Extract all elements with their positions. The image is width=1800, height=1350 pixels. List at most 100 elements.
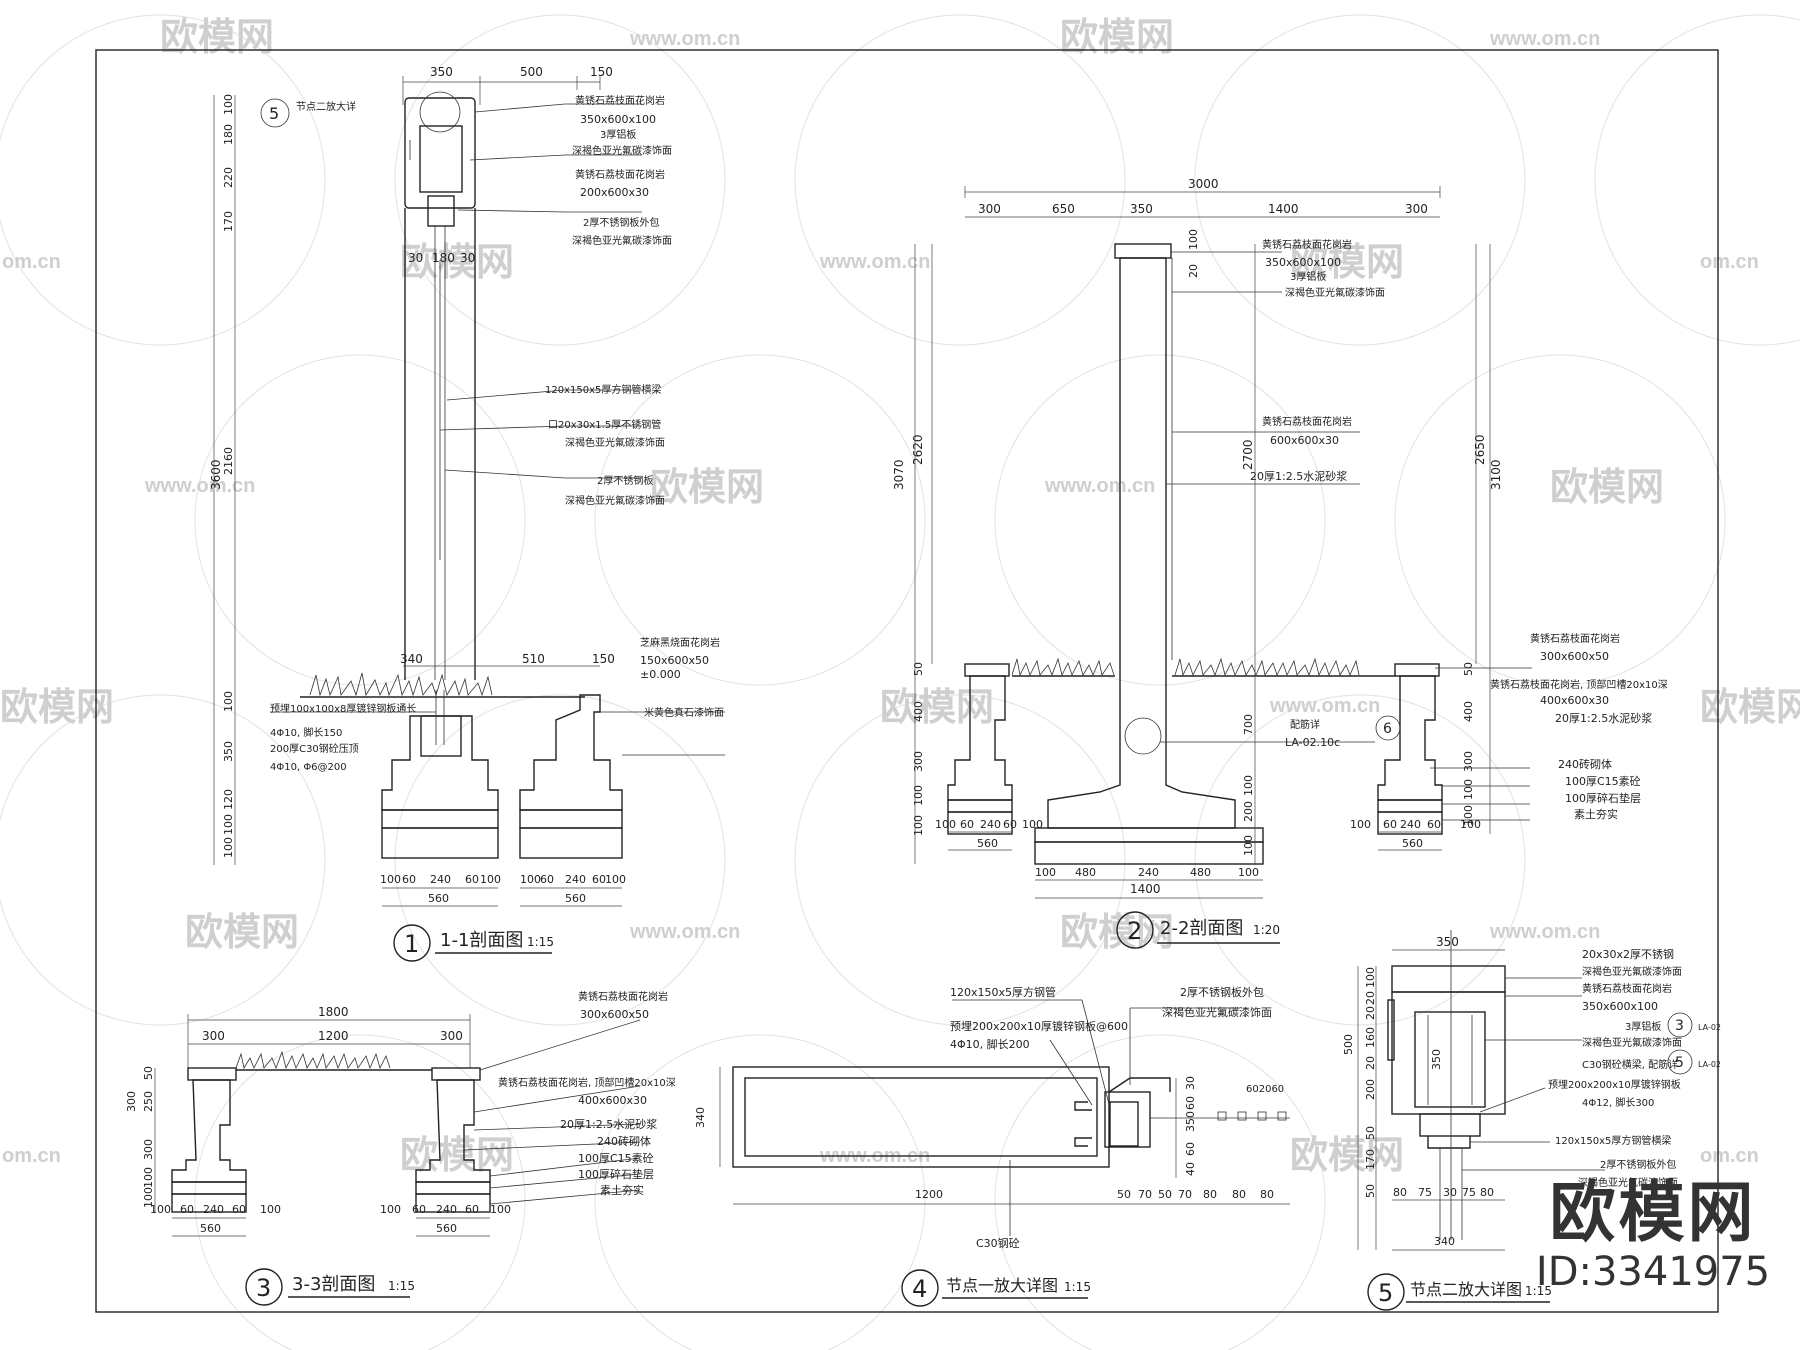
s5-bot-dim: 80 bbox=[1480, 1186, 1494, 1199]
s5-label: 预埋200x200x10厚镀锌钢板 bbox=[1548, 1078, 1681, 1091]
s3-label: 300x600x50 bbox=[580, 1008, 649, 1021]
s3-bot-dim: 60 bbox=[232, 1203, 246, 1216]
brand-id: ID:3341975 bbox=[1535, 1249, 1771, 1295]
s4-right-dim: 60 bbox=[1184, 1142, 1197, 1156]
s1-left-dim: 120 bbox=[222, 789, 235, 810]
s3-label: 400x600x30 bbox=[578, 1094, 647, 1107]
s2-bot-dim: 240 bbox=[1138, 866, 1159, 879]
s1-label: 深褐色亚光氟碳漆饰面 bbox=[572, 234, 672, 247]
s3-bot-dim: 100 bbox=[490, 1203, 511, 1216]
watermark-brand: 欧模网 bbox=[1550, 467, 1664, 509]
s2-right-dim: 3100 bbox=[1489, 459, 1503, 490]
brand-name: 欧模网 bbox=[1549, 1174, 1757, 1251]
s5-tag-num: 3 bbox=[1675, 1018, 1684, 1034]
s1-ground-dim: 510 bbox=[522, 652, 545, 666]
s1-right-label: ±0.000 bbox=[640, 668, 681, 681]
s4-bot-dim: 80 bbox=[1203, 1188, 1217, 1201]
s2-right-label: 300x600x50 bbox=[1540, 650, 1609, 663]
s1-total-dim: 3600 bbox=[209, 459, 223, 490]
s5-tag-sheet: LA-02 bbox=[1698, 1060, 1721, 1069]
s2-mid-label: 黄锈石荔枝面花岗岩 bbox=[1262, 415, 1352, 428]
s1-inner-dim: 30 bbox=[408, 251, 423, 265]
s4-label: 深褐色亚光氟碳漆饰面 bbox=[1162, 1005, 1272, 1019]
s4-title-num: 4 bbox=[912, 1275, 927, 1303]
s5-title-num: 5 bbox=[1378, 1279, 1393, 1307]
s1-ref-num: 5 bbox=[269, 104, 279, 123]
s5-left-dim: 20 bbox=[1364, 1056, 1377, 1070]
s5-tag-sheet: LA-02 bbox=[1698, 1023, 1721, 1032]
s3-label: 100厚C15素砼 bbox=[578, 1152, 654, 1165]
s2-bot-dim: 480 bbox=[1190, 866, 1211, 879]
s2-left-dim: 400 bbox=[912, 701, 925, 722]
s2-title-name: 2-2剖面图 bbox=[1160, 918, 1243, 939]
s2-right-dim: 100 bbox=[1462, 779, 1475, 800]
s2-mid-label: 600x600x30 bbox=[1270, 434, 1339, 447]
s2-right-label: 素土夯实 bbox=[1574, 807, 1618, 821]
s1-bot-total: 560 bbox=[565, 892, 586, 905]
s2-top-dim: 1400 bbox=[1268, 202, 1299, 216]
s4-right-dim: 60 bbox=[1184, 1096, 1197, 1110]
s2-bot-total: 560 bbox=[1402, 837, 1423, 850]
s3-bot-dim: 100 bbox=[380, 1203, 401, 1216]
s1-left-dim: 170 bbox=[222, 211, 235, 232]
s5-label: 20x30x2厚不锈钢 bbox=[1582, 948, 1674, 961]
s3-left-dim: 300 bbox=[142, 1139, 155, 1160]
s4-title-scale: 1:15 bbox=[1064, 1280, 1091, 1294]
s5-label: 4Φ12, 脚长300 bbox=[1582, 1096, 1654, 1109]
s1-title-num: 1 bbox=[404, 930, 419, 958]
s3-bot-dim: 60 bbox=[465, 1203, 479, 1216]
s1-left-dim: 350 bbox=[222, 741, 235, 762]
s4-right-dim: 30 bbox=[1184, 1076, 1197, 1090]
s2-bot-dim: 60 bbox=[1003, 818, 1017, 831]
s3-title-name: 3-3剖面图 bbox=[292, 1274, 375, 1295]
s1-top-dim: 150 bbox=[590, 65, 613, 79]
s2-bot-dim: 100 bbox=[1460, 818, 1481, 831]
s1-label: 350x600x100 bbox=[580, 113, 656, 126]
watermark-site: om.cn bbox=[2, 251, 61, 273]
section-1-1: 350 500 150 3600 100 180 220 170 2160 10… bbox=[209, 65, 725, 962]
watermark-brand: 欧模网 bbox=[400, 242, 514, 284]
brand-corner: 欧模网 ID:3341975 bbox=[1518, 1178, 1788, 1296]
s1-ground-dim: 150 bbox=[592, 652, 615, 666]
s2-top-dim: 300 bbox=[978, 202, 1001, 216]
s2-ref-text: 配筋详 bbox=[1290, 718, 1320, 731]
s4-right-dim: 350 bbox=[1184, 1111, 1197, 1132]
s4-bot-dim: 70 bbox=[1138, 1188, 1152, 1201]
s1-bot-dim: 100 bbox=[520, 873, 541, 886]
s5-label: 120x150x5厚方钢管横梁 bbox=[1555, 1134, 1671, 1147]
s3-left-dim: 100 bbox=[142, 1167, 155, 1188]
s5-left-dim: 20 bbox=[1364, 1006, 1377, 1020]
s3-total-dim: 1800 bbox=[318, 1005, 349, 1019]
s1-bot-dim: 60 bbox=[540, 873, 554, 886]
s3-bot-dim: 240 bbox=[436, 1203, 457, 1216]
s1-inner-dim: 30 bbox=[460, 251, 475, 265]
s5-label: 3厚铝板 bbox=[1625, 1020, 1661, 1033]
s2-right-dim: 100 bbox=[1462, 805, 1475, 826]
s2-left-dim: 300 bbox=[912, 751, 925, 772]
s5-inner-dim: 350 bbox=[1430, 1049, 1443, 1070]
s2-bot-dim: 480 bbox=[1075, 866, 1096, 879]
s5-label: 深褐色亚光氟碳漆饰面 bbox=[1582, 965, 1682, 978]
s2-inner-dim: 100 bbox=[1187, 229, 1200, 250]
s1-label: 深褐色亚光氟碳漆饰面 bbox=[565, 436, 665, 449]
s2-top-dim: 300 bbox=[1405, 202, 1428, 216]
s1-label: 深褐色亚光氟碳漆饰面 bbox=[572, 144, 672, 157]
s2-right-label: 黄锈石荔枝面花岗岩, 顶部凹槽20x10深 bbox=[1490, 678, 1668, 691]
s1-left-dim: 100 bbox=[222, 94, 235, 115]
s1-label: 口20x30x1.5厚不锈钢管 bbox=[548, 418, 661, 431]
watermark-brand: 欧模网 bbox=[185, 912, 299, 954]
s1-right-label: 米黄色真石漆饰面 bbox=[644, 706, 724, 719]
s5-top-dim: 350 bbox=[1436, 935, 1459, 949]
s2-top-dim: 650 bbox=[1052, 202, 1075, 216]
s3-bot-total: 560 bbox=[200, 1222, 221, 1235]
s1-bot-dim: 240 bbox=[565, 873, 586, 886]
s5-label: 深褐色亚光氟碳漆饰面 bbox=[1578, 1176, 1678, 1189]
s5-label: C30钢砼横梁, 配筋详 bbox=[1582, 1058, 1678, 1071]
watermark-texts: 欧模网 欧模网 www.om.cn www.om.cn 欧模网 欧模网 om.c… bbox=[0, 17, 1800, 1177]
s2-inner-dim: 200 bbox=[1242, 801, 1255, 822]
s2-top-dim: 350 bbox=[1130, 202, 1153, 216]
s2-bot-dim: 100 bbox=[1238, 866, 1259, 879]
s3-bot-dim: 100 bbox=[260, 1203, 281, 1216]
s5-left-dim: 160 bbox=[1364, 1027, 1377, 1048]
s3-left-dim: 100 bbox=[142, 1187, 155, 1208]
